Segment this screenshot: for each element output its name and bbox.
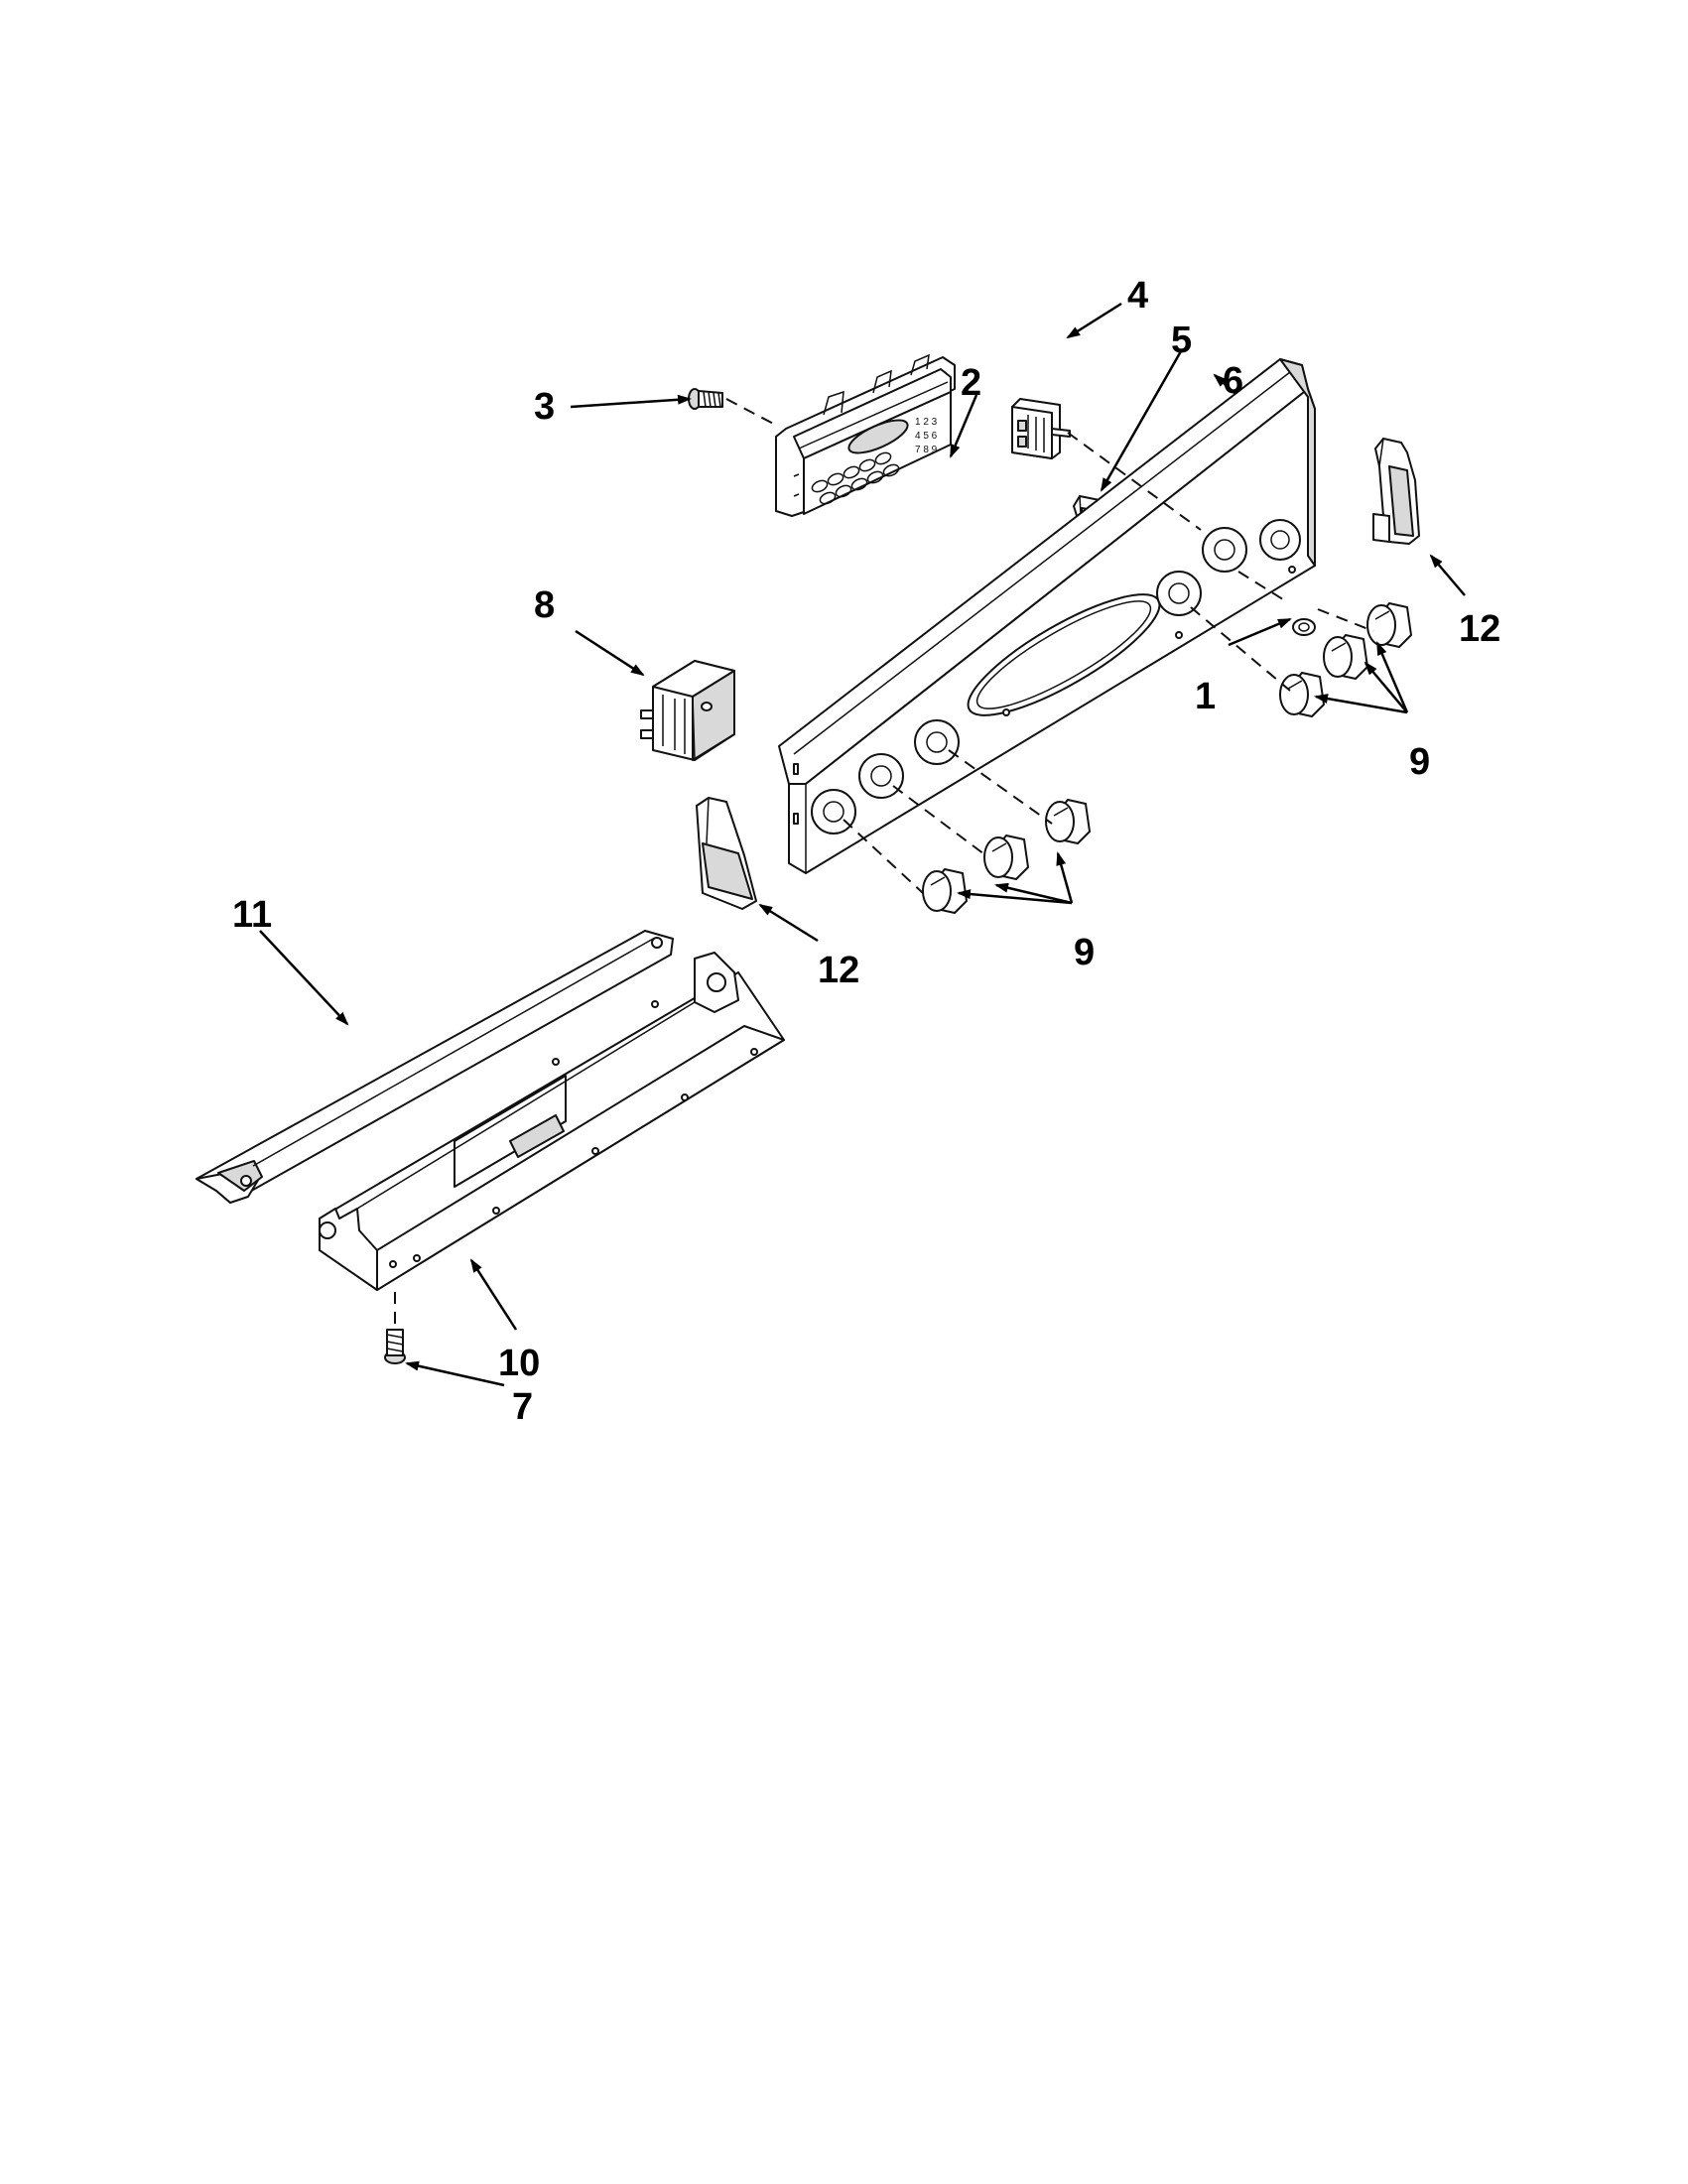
callout-10: 10 (498, 1343, 540, 1384)
knob-part-right-group (1279, 602, 1412, 717)
callout-2: 2 (961, 362, 981, 404)
end-cap-part-left (696, 797, 757, 910)
svg-text:7 8 9: 7 8 9 (915, 445, 938, 455)
callout-9-right: 9 (1409, 741, 1430, 783)
control-screw-part (688, 388, 723, 410)
svg-text:1 2 3: 1 2 3 (915, 417, 938, 428)
knob-insert-part (1292, 618, 1316, 636)
electronic-control-part: 1 2 3 4 5 6 7 8 9 (775, 353, 956, 517)
callout-1: 1 (1195, 676, 1216, 717)
shield-part (195, 930, 674, 1204)
callout-4: 4 (1127, 275, 1148, 317)
infinite-switch-part (1011, 398, 1071, 459)
callout-11: 11 (232, 894, 272, 936)
knob-part-left-group (922, 799, 1091, 914)
callout-12-left: 12 (818, 950, 859, 991)
mounting-bracket-part (319, 952, 785, 1291)
callout-labels: 1 2 3 4 5 6 7 8 9 9 10 11 12 12 (232, 275, 1500, 1428)
callout-9-left: 9 (1074, 932, 1095, 973)
callout-3: 3 (534, 386, 555, 428)
callout-6: 6 (1223, 360, 1243, 402)
callout-12-right: 12 (1459, 608, 1500, 650)
relay-part (640, 660, 735, 761)
callout-7: 7 (512, 1386, 533, 1428)
callout-5: 5 (1171, 320, 1192, 361)
end-cap-part-right (1372, 438, 1420, 545)
control-panel-part (778, 358, 1316, 874)
bracket-screw-part (384, 1329, 406, 1364)
svg-text:4 5 6: 4 5 6 (915, 431, 938, 442)
leader-lines (259, 302, 1466, 1387)
assembly-lines (394, 398, 1374, 1326)
callout-8: 8 (534, 584, 555, 626)
